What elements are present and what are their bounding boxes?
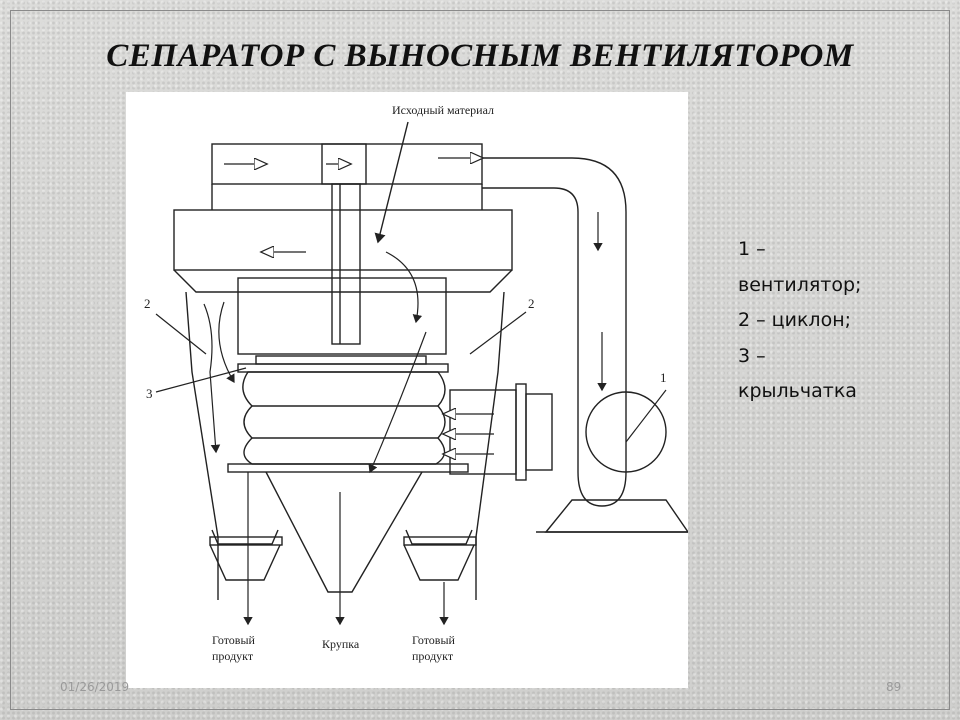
rotor <box>242 371 446 465</box>
slide-title: СЕПАРАТОР С ВЫНОСНЫМ ВЕНТИЛЯТОРОМ <box>106 38 854 74</box>
legend-line: 2 – циклон; <box>738 309 852 331</box>
callout-2-left: 2 <box>144 296 151 311</box>
callout-2-right: 2 <box>528 296 535 311</box>
separator-diagram: Исходный материал 2 2 3 1 Готовый продук… <box>126 92 690 688</box>
legend: 1 – вентилятор; 2 – циклон; 3 – крыльчат… <box>738 232 938 410</box>
fan-housing <box>585 391 667 473</box>
callout-3: 3 <box>146 386 153 401</box>
legend-line: 3 – <box>738 344 766 367</box>
upper-chamber <box>173 209 513 271</box>
output-right-line1: Готовый <box>412 633 456 647</box>
slide-frame <box>10 10 950 710</box>
legend-line: крыльчатка <box>738 380 857 402</box>
output-left-line2: продукт <box>212 649 254 663</box>
shaft <box>331 183 361 345</box>
output-center: Крупка <box>322 637 360 651</box>
legend-line: вентилятор; <box>738 273 862 296</box>
page-number: 89 <box>886 680 902 694</box>
legend-line: 1 – <box>738 238 766 260</box>
callout-1: 1 <box>660 370 667 385</box>
input-material-label: Исходный материал <box>392 103 494 117</box>
output-right-line2: продукт <box>412 649 454 663</box>
impeller-plate <box>237 363 449 373</box>
output-left-line1: Готовый <box>212 633 256 647</box>
slide-date: 01/26/2019 <box>60 680 130 694</box>
